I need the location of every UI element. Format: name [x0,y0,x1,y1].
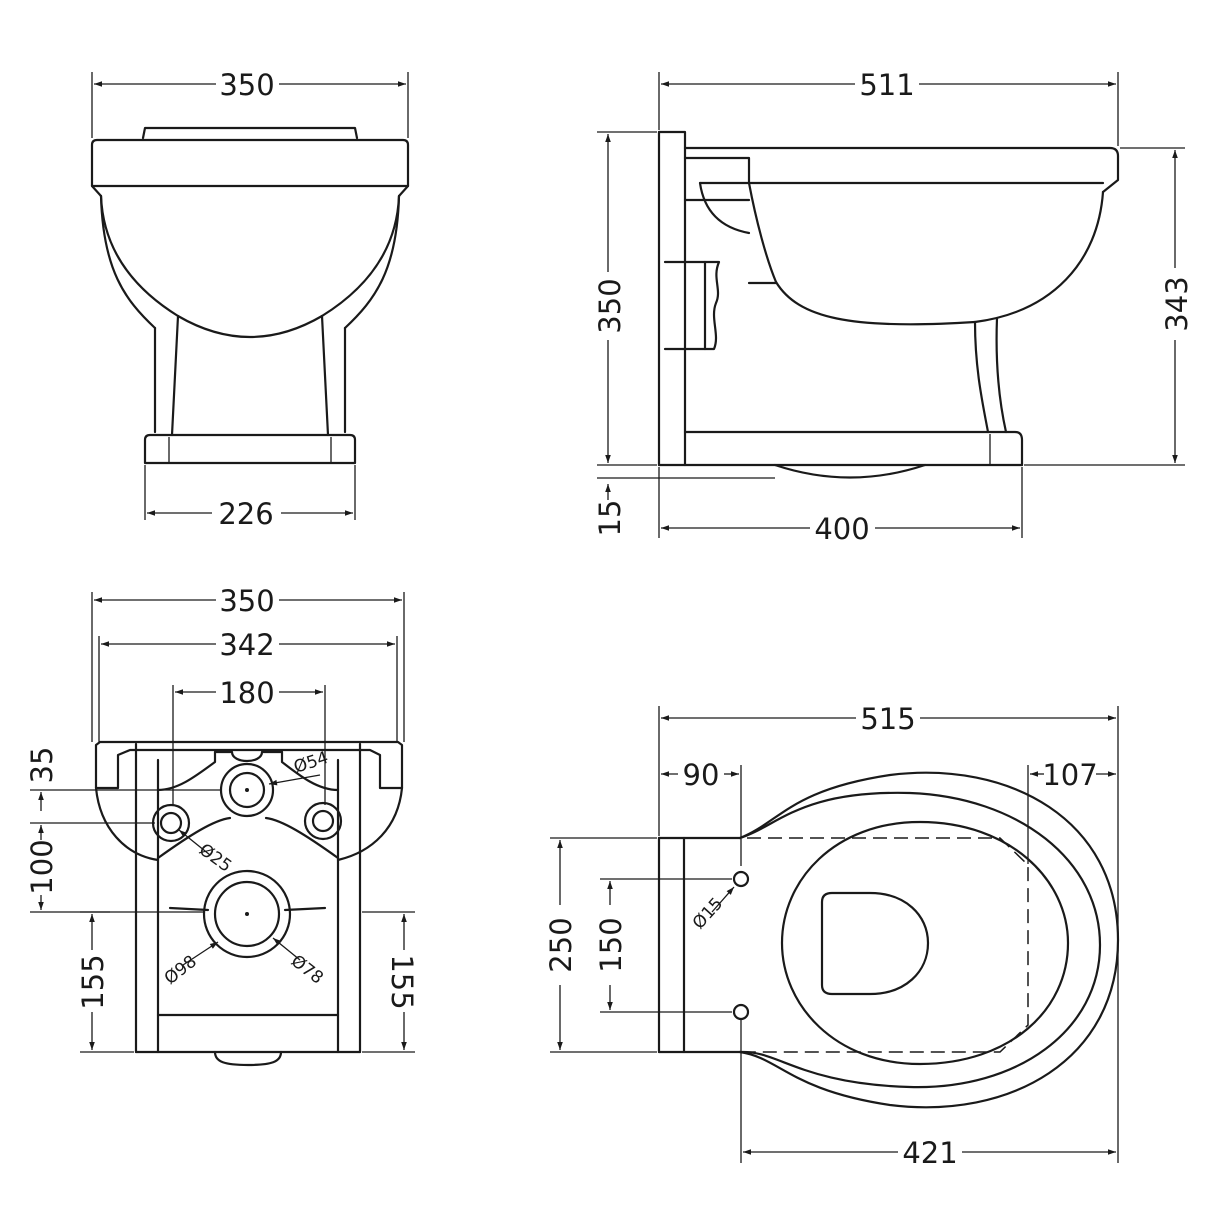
side-height-label: 350 [593,278,627,333]
side-view [657,130,1120,479]
pipe-diameter-label: Ø25 [195,840,235,877]
front-dimensions: 350 226 [91,68,409,531]
side-dimensions: 511 350 15 343 400 [593,68,1194,546]
rear-pipe-height-label: 100 [25,839,59,894]
waste-inner-diameter-label: Ø78 [287,951,327,988]
rear-pipe-spacing-label: 180 [219,676,274,710]
plan-dimensions: 515 90 107 250 150 Ø15 421 [544,702,1119,1170]
plan-view [657,771,1120,1109]
plan-fixing-offset-label: 90 [683,758,720,792]
plan-fixing-diameter-label: Ø15 [689,894,727,933]
rear-right-clearance-label: 155 [385,954,419,1009]
plan-fixing-spacing-label: 150 [594,917,628,972]
rear-width-label: 350 [219,584,274,618]
front-width-label: 350 [219,68,274,102]
rear-top-offset-label: 35 [25,747,59,784]
rear-left-clearance-label: 155 [76,954,110,1009]
side-projection-label: 511 [859,68,914,102]
rear-rim-width-label: 342 [219,628,274,662]
plan-front-offset-label: 107 [1042,758,1097,792]
plan-width-label: 250 [544,917,578,972]
rear-view [94,740,404,1067]
front-view [90,126,410,465]
side-base-depth-label: 400 [814,512,869,546]
front-base-width-label: 226 [218,497,273,531]
plan-bowl-length-label: 421 [902,1136,957,1170]
rear-dimensions: 350 342 180 35 100 155 155 Ø54 Ø25 Ø98 Ø… [25,584,419,1053]
side-base-offset-label: 15 [593,500,627,537]
side-pan-height-label: 343 [1160,276,1194,331]
plan-length-label: 515 [860,702,915,736]
